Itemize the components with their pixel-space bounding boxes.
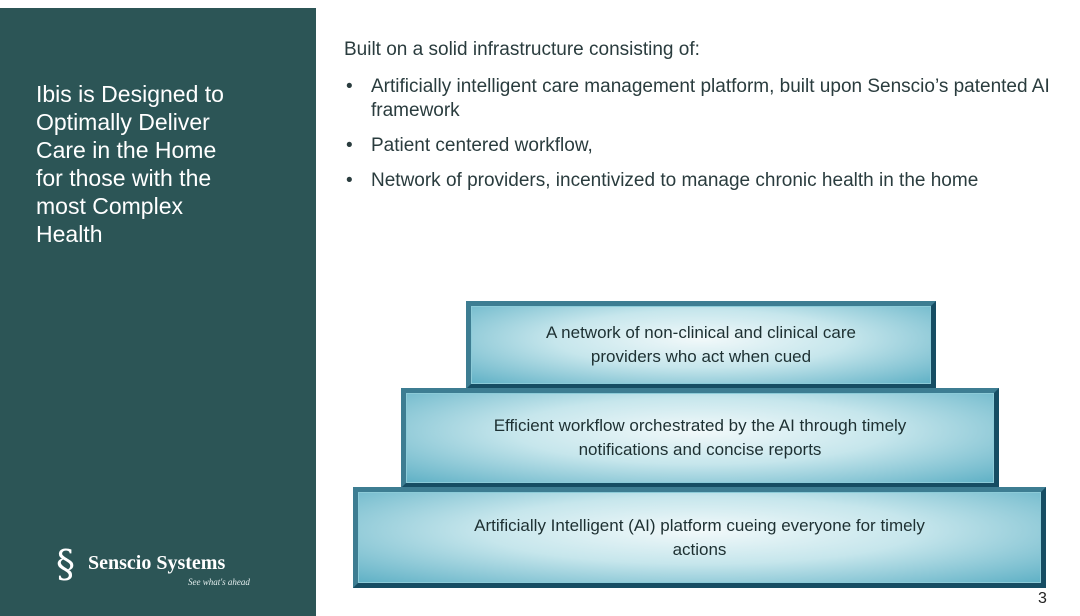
bullet-list: • Artificially intelligent care manageme… [344,75,1069,193]
sidebar-panel: Ibis is Designed to Optimally Deliver Ca… [0,8,316,616]
pyramid-tier-label: A network of non-clinical and clinical c… [546,323,856,366]
bullet-item: • Patient centered workflow, [344,134,1069,158]
bullet-text: Artificially intelligent care management… [371,76,1050,121]
company-logo: § Senscio Systems See what's ahead [56,544,286,592]
bullet-text: Network of providers, incentivized to ma… [371,170,979,191]
logo-company-name: Senscio Systems [88,552,226,574]
content-area: Built on a solid infrastructure consisti… [344,38,1069,204]
logo-tagline: See what's ahead [188,577,250,587]
pyramid-tier-top: A network of non-clinical and clinical c… [466,301,936,389]
bullet-item: • Artificially intelligent care manageme… [344,75,1069,123]
pyramid-tier-label: Efficient workflow orchestrated by the A… [493,416,907,459]
bullet-icon: • [346,170,353,191]
bullet-item: • Network of providers, incentivized to … [344,169,1069,193]
pyramid-tier-bottom: Artificially Intelligent (AI) platform c… [353,487,1046,588]
section-sign-icon: § [56,542,75,586]
page-number: 3 [1038,590,1047,607]
intro-text: Built on a solid infrastructure consisti… [344,39,700,60]
pyramid-tier-label: Artificially Intelligent (AI) platform c… [474,515,925,559]
bullet-text: Patient centered workflow, [371,135,593,156]
slide-title: Ibis is Designed to Optimally Deliver Ca… [36,81,224,247]
bullet-icon: • [346,76,353,97]
bullet-icon: • [346,135,353,156]
pyramid-tier-middle: Efficient workflow orchestrated by the A… [401,388,999,488]
